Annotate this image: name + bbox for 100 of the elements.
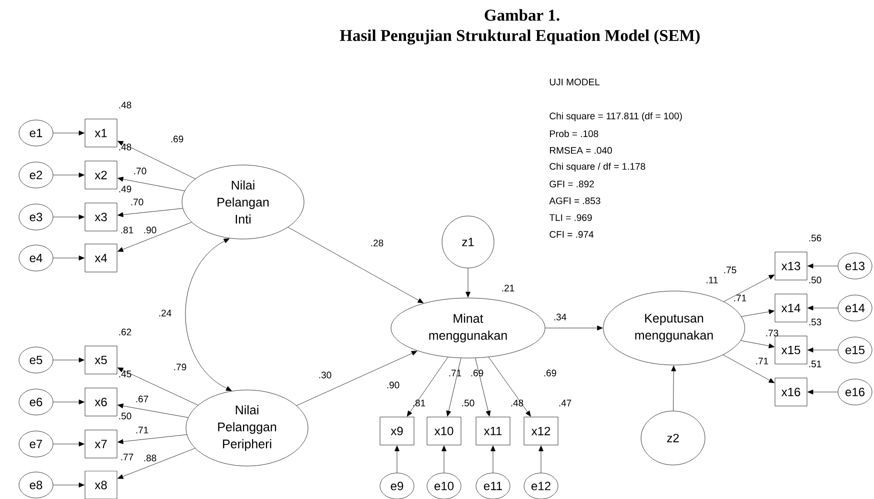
arrow	[296, 350, 418, 406]
arrow	[808, 390, 838, 394]
edge-label: .28	[371, 240, 384, 246]
arrow	[118, 176, 185, 192]
edge-label: .79	[174, 364, 186, 370]
edge-label: .71	[734, 294, 746, 302]
fit-statistic: CFI = .974	[550, 231, 594, 238]
indicator-box: x2	[84, 160, 118, 190]
edge-label: .30	[319, 372, 332, 378]
indicator-box: x8	[84, 470, 118, 499]
indicator-box: x15	[774, 336, 808, 364]
value-label: .21	[502, 284, 514, 292]
edge-label: .70	[131, 198, 144, 206]
value-label: .50	[462, 400, 474, 406]
arrow	[741, 309, 774, 317]
indicator-box: x5	[84, 346, 118, 374]
edge-label: .69	[171, 136, 184, 142]
arrow	[442, 446, 446, 473]
value-label: .48	[119, 102, 132, 108]
arrow	[117, 368, 198, 406]
arrow	[118, 434, 187, 444]
value-label: .48	[119, 144, 132, 150]
indicator-box: x13	[774, 252, 808, 280]
edge-label: .69	[471, 370, 484, 376]
arrow	[53, 442, 84, 446]
edge-label: .75	[724, 266, 736, 274]
value-label: .81	[413, 400, 426, 406]
fit-statistic: AGFI = .853	[549, 197, 600, 204]
arrow	[808, 348, 838, 352]
arrow	[538, 446, 544, 473]
indicator-box: x6	[84, 388, 118, 416]
indicator-box: x7	[84, 430, 118, 458]
value-label: .53	[809, 318, 822, 326]
arrow	[808, 264, 838, 268]
arrow	[406, 356, 448, 417]
arrow	[724, 274, 775, 302]
edge-label: .71	[756, 358, 768, 364]
value-label: .50	[119, 412, 132, 420]
value-label: .48	[511, 400, 524, 406]
indicator-box: x1	[84, 118, 118, 148]
arrow	[740, 340, 774, 348]
arrow	[808, 306, 838, 310]
arrow	[488, 356, 531, 417]
edge-label: .71	[449, 370, 462, 376]
indicator-box: x16	[774, 378, 808, 406]
fit-statistic: RMSEA = .040	[550, 147, 612, 154]
edge-label: .90	[387, 382, 400, 388]
arrow	[53, 214, 84, 220]
arrow	[475, 358, 491, 416]
arrow	[446, 358, 462, 416]
fit-statistic: TLI = .969	[549, 214, 592, 221]
arrow	[466, 268, 470, 298]
arrow	[118, 222, 192, 252]
title: Gambar 1.	[484, 9, 560, 21]
arrow	[118, 208, 183, 218]
indicator-box: x3	[84, 202, 118, 232]
fit-statistic: Chi square / df = 1.178	[550, 162, 646, 172]
arrow	[118, 404, 188, 418]
fit-statistic: Chi square = 117.811 (df = 100)	[550, 112, 682, 122]
value-label: .47	[559, 400, 572, 406]
value-label: .81	[121, 226, 134, 234]
arrow	[117, 140, 196, 179]
arrow	[671, 366, 676, 411]
value-label: .51	[809, 360, 822, 368]
arrow	[185, 238, 232, 391]
edge-label: .67	[136, 396, 148, 402]
arrow	[53, 358, 84, 362]
indicator-box: x9	[380, 416, 414, 446]
arrow	[53, 130, 84, 136]
fit-statistic: Prob = .108	[550, 130, 598, 138]
arrow	[288, 227, 424, 304]
edge-label: .24	[159, 310, 172, 316]
indicator-box: x10	[426, 416, 462, 446]
arrow	[722, 354, 775, 384]
arrow	[545, 326, 603, 330]
indicator-box: x14	[774, 294, 808, 322]
arrow	[53, 482, 84, 488]
value-label: .62	[119, 328, 132, 336]
value-label: .50	[809, 276, 822, 284]
arrow	[53, 400, 84, 404]
arrow	[118, 448, 196, 479]
fit-statistic: GFI = .892	[550, 180, 594, 188]
value-label: .45	[119, 370, 132, 378]
arrow	[394, 446, 400, 473]
value-label: .56	[809, 234, 822, 242]
edge-label: .88	[144, 454, 156, 462]
indicator-box: x4	[84, 244, 118, 272]
edge-label: .69	[544, 370, 556, 376]
title: Hasil Pengujian Struktural Equation Model (SEM)	[340, 29, 700, 45]
edge-label: .73	[766, 330, 778, 336]
edge-label: .34	[554, 314, 566, 320]
value-label: .11	[706, 276, 718, 284]
edge-label: .71	[136, 426, 148, 434]
value-label: .77	[121, 454, 134, 460]
fit-statistic: UJI MODEL	[550, 78, 600, 86]
indicator-box: x12	[524, 416, 558, 446]
edge-label: .70	[134, 168, 146, 174]
arrow	[490, 446, 496, 473]
arrow	[53, 256, 84, 260]
indicator-box: x11	[476, 416, 510, 446]
